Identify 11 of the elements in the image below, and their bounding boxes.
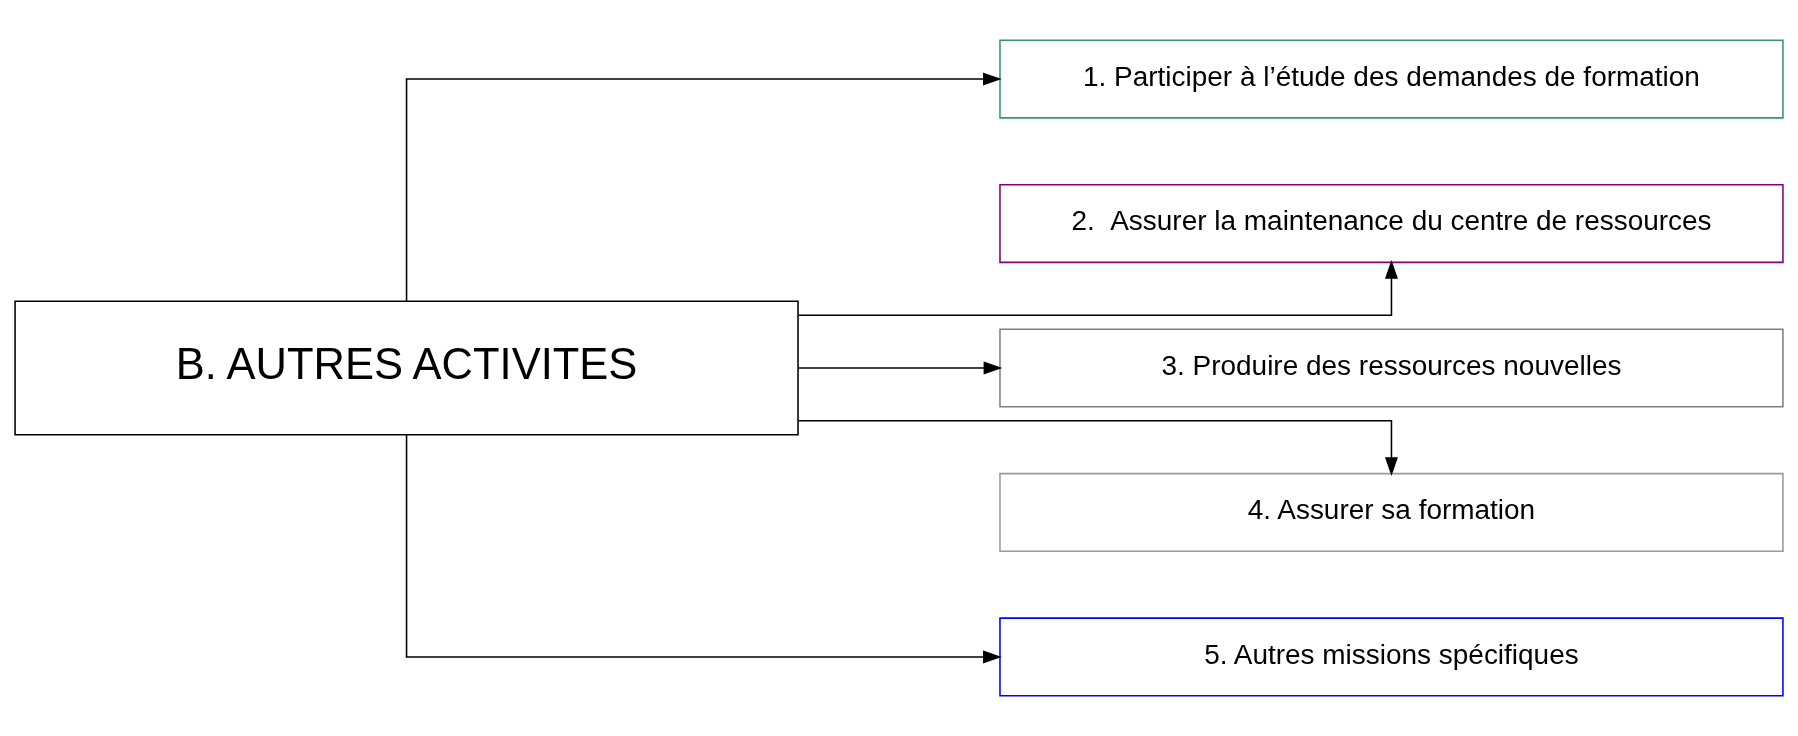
arrow — [797, 420, 1398, 476]
node-box: 5. Autres missions spécifiques — [999, 617, 1784, 697]
node-box: 4. Assurer sa formation — [999, 472, 1784, 553]
arrow — [405, 434, 1002, 664]
node-box: B. AUTRES ACTIVITES — [14, 300, 799, 436]
node-box: 2. Assurer la maintenance du centre de ressources — [999, 183, 1784, 264]
arrow — [797, 260, 1398, 316]
arrow — [797, 361, 1003, 375]
node-box: 1. Participer à l’étude des demandes de formation — [999, 39, 1784, 119]
arrow — [405, 72, 1002, 302]
node-box: 3. Produire des ressources nouvelles — [999, 328, 1784, 408]
